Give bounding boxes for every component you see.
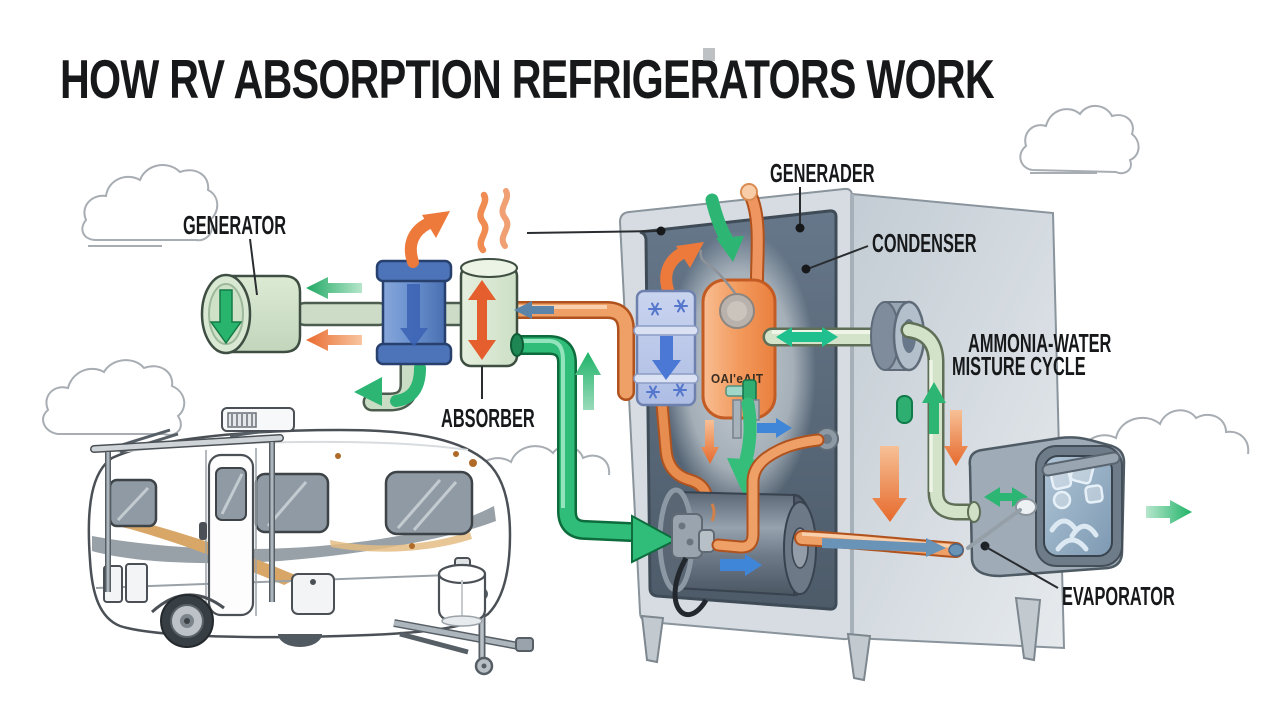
- evaporator-handle: [1043, 453, 1119, 475]
- liquid-down-arrow: [400, 284, 428, 347]
- hot-down-arrow-small: [701, 420, 719, 464]
- hot-left-arrow: [306, 329, 362, 351]
- heat-reject-arrows: [872, 410, 968, 522]
- cool-curl-arrow: [354, 362, 426, 407]
- riser-pipe: [711, 433, 825, 554]
- roof-ac-unit: [221, 407, 295, 432]
- boiler-vessel: OAI'eAIT: [699, 183, 777, 439]
- liquid-flow-arrow-inside: [822, 538, 946, 557]
- pipe-drum-to-evaporator: [794, 530, 964, 558]
- anchor-dots: [656, 223, 811, 274]
- hot-down-arrow: [944, 410, 968, 466]
- freezer-column: [633, 289, 699, 407]
- two-way-flow-arrow: [776, 327, 838, 347]
- capillary-tube: [966, 508, 1022, 550]
- cloud-icon: [42, 359, 186, 436]
- drum-connector-valve: [671, 513, 715, 559]
- flow-arrowhead: [631, 514, 679, 564]
- leader-evaporator: [985, 546, 1059, 589]
- cloud-icon: [1019, 105, 1140, 175]
- evaporator-box: [966, 436, 1126, 578]
- pipe-port-ring: [510, 333, 524, 357]
- heat-exchange-double-arrow: [468, 280, 496, 360]
- label-evaporator: EVAPORATOR: [1062, 581, 1175, 611]
- cool-down-arrow-icon: [209, 289, 243, 345]
- trailer-stripe-tan2: [330, 532, 472, 552]
- underbody-shadow: [278, 634, 322, 647]
- cloud-icon: [469, 445, 611, 483]
- label-generator: GENERATOR: [183, 210, 286, 240]
- cool-return-arrow-top: [705, 193, 744, 262]
- cool-up-arrow: [922, 382, 946, 434]
- pump-cylinder: [375, 259, 453, 366]
- cold-down-arrow: [652, 336, 681, 380]
- fridge-interior: OAI'eAIT: [507, 183, 964, 617]
- leader-panel: [526, 230, 658, 234]
- title-text: HOW RV ABSORPTION REFRIGERATORS WORK: [60, 49, 995, 110]
- hitch-assembly: [393, 588, 534, 676]
- hot-down-arrow-large: [872, 446, 907, 522]
- mix-left-arrow: [514, 301, 554, 319]
- label-ammonia-line1: AMMONIA-WATER: [968, 328, 1112, 358]
- absorber-cylinder: [459, 258, 524, 368]
- cabinet-legs: [640, 596, 1042, 682]
- propane-tank: [437, 557, 487, 627]
- annotations: [249, 187, 1059, 589]
- cloud-icon: [1075, 409, 1250, 463]
- cold-air-out-arrow: [1146, 500, 1192, 524]
- trailer-door: [199, 448, 257, 617]
- awning-assembly: [90, 434, 284, 602]
- mid-window: [254, 472, 330, 534]
- hot-vapor-rise-arrow: [660, 242, 704, 296]
- title-glitch-artifact: [703, 48, 715, 61]
- two-way-flow-arrow-evap: [984, 487, 1028, 507]
- power-cable: [672, 556, 709, 617]
- pipe-inlet: [967, 501, 981, 523]
- label-absorber: ABSORBER: [441, 403, 535, 433]
- label-generader: GENERADER: [770, 158, 875, 188]
- leader-generator: [249, 238, 258, 296]
- rivet-dots: [335, 451, 477, 549]
- frost-crescents: [1049, 518, 1099, 552]
- green-indicator-pill: [896, 395, 913, 424]
- hot-rise-curved-arrow: [404, 211, 450, 268]
- sensor-wire: [699, 249, 739, 297]
- pipe-generator: [292, 301, 392, 327]
- rv-trailer: [87, 407, 534, 676]
- trailer-wheel: [150, 593, 225, 648]
- pipe-cap: [740, 183, 758, 201]
- cool-up-arrow-outside: [575, 352, 601, 410]
- skirt-line: [95, 573, 479, 589]
- cool-left-arrow: [306, 277, 362, 299]
- leader-condenser: [809, 245, 869, 269]
- pipe-coupling-to-evaporator: [900, 321, 981, 521]
- cycle-schematic: [200, 188, 601, 412]
- generator-cylinder: [200, 273, 302, 355]
- liquid-right-arrow: [757, 418, 792, 438]
- diagram-labels: GENERATOR ABSORBER GENERADER CONDENSER A…: [183, 158, 1175, 611]
- liquid-right-arrow-drum: [720, 554, 762, 576]
- label-condenser: CONDENSER: [872, 228, 977, 258]
- heat-waves-icon: [477, 188, 511, 254]
- background-clouds: [42, 105, 1250, 483]
- drum-heat-squiggle: [710, 503, 716, 522]
- snowflake-icon: [646, 299, 688, 399]
- pipe-absorber-to-drum-cool: [507, 335, 679, 564]
- page-title: HOW RV ABSORPTION REFRIGERATORS WORK: [60, 48, 995, 110]
- door-handle: [199, 522, 207, 540]
- label-ammonia-line2: MISTURE CYCLE: [952, 351, 1086, 381]
- cloud-icon: [81, 164, 219, 242]
